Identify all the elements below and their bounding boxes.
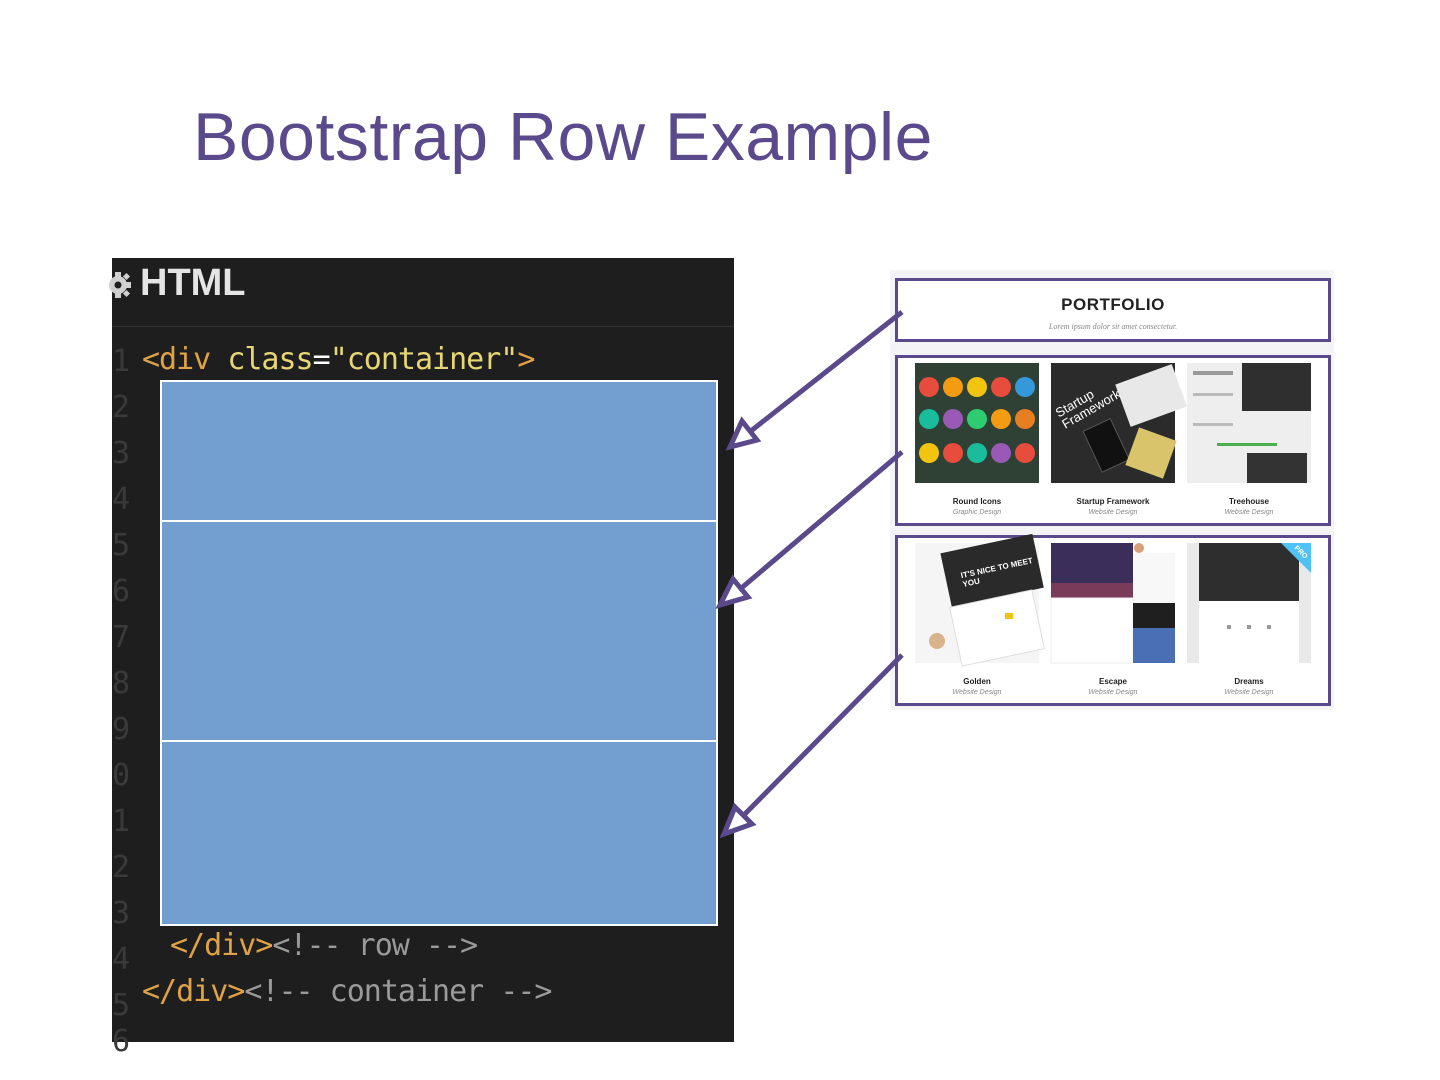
line-number: 5	[112, 528, 131, 563]
arrow-row-1	[740, 310, 904, 440]
code-line-15: </div><!-- container -->	[142, 974, 552, 1009]
portfolio-item-category: Website Design	[952, 689, 1002, 696]
code-editor-panel: HTML 1 2 3 4 5 6 7 8 9 0 1 2 3 4 5 6 <di…	[109, 258, 734, 1059]
portfolio-row-2: IT'S NICE TO MEET YOU Golden Website Des…	[895, 533, 1331, 706]
code-token-comment: <!-- container -->	[244, 974, 552, 1009]
code-token-tag: <div	[142, 342, 228, 377]
portfolio-item-name: Golden	[963, 677, 991, 686]
treehouse-thumbnail	[1187, 363, 1311, 483]
code-line-1: <div class="container">	[142, 342, 535, 377]
slide-title: Bootstrap Row Example	[193, 99, 933, 175]
round-icons-thumbnail	[915, 363, 1039, 483]
code-token-tag: >	[517, 342, 535, 377]
portfolio-item-name: Treehouse	[1228, 497, 1269, 506]
gear-icon	[109, 272, 131, 298]
line-number: 3	[112, 896, 131, 931]
arrow-row-3	[734, 653, 904, 825]
portfolio-screenshot: PORTFOLIO Lorem ipsum dolor sit amet con…	[890, 270, 1334, 710]
line-number: 4	[112, 482, 131, 517]
line-number: 2	[112, 390, 131, 425]
line-number: 8	[112, 666, 131, 701]
portfolio-item-category: Website Design	[1088, 509, 1138, 516]
line-number: 5	[112, 988, 131, 1023]
line-number: 1	[112, 344, 131, 379]
line-number: 2	[112, 850, 131, 885]
line-number: 6	[112, 1024, 131, 1059]
line-number: 3	[112, 436, 131, 471]
portfolio-item-name: Escape	[1098, 677, 1128, 686]
row-highlight-1	[160, 380, 718, 522]
row-highlight-3	[160, 740, 718, 926]
escape-thumbnail	[1050, 543, 1175, 664]
portfolio-item-category: Website Design	[1224, 689, 1274, 696]
golden-thumbnail: IT'S NICE TO MEET YOU	[915, 533, 1045, 667]
code-token-string: "container"	[329, 342, 519, 377]
portfolio-header-row: PORTFOLIO Lorem ipsum dolor sit amet con…	[895, 278, 1331, 342]
line-number: 6	[112, 574, 131, 609]
dreams-thumbnail: PRO	[1187, 543, 1311, 663]
line-number: 4	[112, 942, 131, 977]
portfolio-item-name: Round Icons	[952, 497, 1002, 506]
code-token-attr: class	[227, 342, 313, 377]
editor-header: HTML	[109, 258, 734, 327]
portfolio-item-name: Startup Framework	[1076, 497, 1150, 506]
portfolio-item-name: Dreams	[1234, 677, 1264, 686]
startup-framework-thumbnail: Startup Framework	[1051, 363, 1188, 483]
line-number: 7	[112, 620, 131, 655]
row-highlight-2	[160, 520, 718, 742]
editor-language-label: HTML	[140, 262, 246, 304]
portfolio-subtitle: Lorem ipsum dolor sit amet consectetur.	[1048, 322, 1178, 331]
code-line-14: </div><!-- row -->	[170, 928, 478, 963]
line-number: 0	[112, 758, 131, 793]
code-token-eq: =	[312, 342, 331, 377]
portfolio-item-category: Graphic Design	[952, 509, 1002, 516]
line-number: 1	[112, 804, 131, 839]
portfolio-title: PORTFOLIO	[1061, 295, 1165, 314]
code-token-comment: <!-- row -->	[272, 928, 478, 963]
portfolio-item-category: Website Design	[1088, 689, 1138, 696]
code-token-tag: </div>	[142, 974, 245, 1009]
code-token-tag: </div>	[170, 928, 273, 963]
arrowhead-icon	[725, 416, 762, 451]
line-number: 9	[112, 712, 131, 747]
arrow-row-2	[730, 450, 904, 598]
portfolio-item-category: Website Design	[1224, 509, 1274, 516]
portfolio-row-1: Round Icons Graphic Design Startup Frame…	[895, 355, 1331, 526]
